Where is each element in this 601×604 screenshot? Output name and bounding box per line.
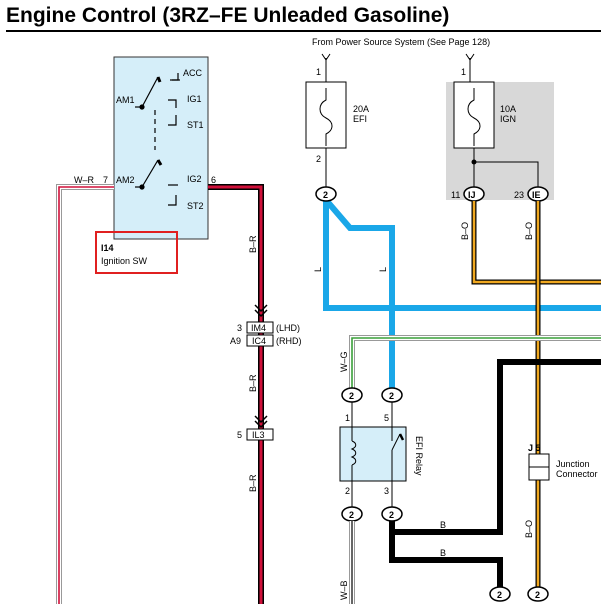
wire-color-bo-3: B–O (524, 520, 534, 538)
efi-feed-arrow (321, 53, 331, 61)
relay-pin3: 3 (384, 486, 389, 496)
fuse-efi-element (319, 88, 333, 146)
splice-relay-bot-right (381, 506, 403, 522)
terminal-st2-label: ST2 (187, 201, 204, 211)
wire-color-br-1: B–R (248, 235, 258, 253)
splice-efi-out-label: 2 (323, 190, 328, 200)
splice-relay-top-right-label: 2 (389, 391, 394, 401)
wire-color-wr: W–R (74, 175, 95, 185)
relay-pin2: 2 (345, 486, 350, 496)
splice-relay-bot-left-label: 2 (349, 510, 354, 520)
connector-im4-label: IM4 (251, 323, 266, 333)
wire-b-black (389, 359, 601, 587)
wire-wr-left (56, 184, 114, 604)
connector-im4-note: (LHD) (276, 323, 300, 333)
connector-ic4-pin: A9 (230, 336, 241, 346)
wire-color-l-1: L (313, 267, 323, 272)
wire-color-br-2: B–R (248, 374, 258, 392)
wire-color-br-3: B–R (248, 474, 258, 492)
ign-pin-in: 1 (461, 67, 466, 77)
splice-relay-top-left-label: 2 (349, 391, 354, 401)
splice-bottom-right (527, 586, 549, 602)
connector-im4-box (246, 321, 274, 334)
wire-wg (349, 335, 601, 388)
wire-color-wg: W–G (339, 351, 349, 372)
chevrons-im4 (254, 304, 268, 318)
wire-br-ig2 (208, 184, 264, 604)
connector-il3-label: IL3 (252, 430, 265, 440)
terminal-am2-label: AM2 (116, 175, 135, 185)
connector-ic4-note: (RHD) (276, 336, 302, 346)
relay-name: EFI Relay (414, 436, 424, 476)
relay-switch (391, 400, 405, 510)
connector-ic4-label: IC4 (252, 336, 266, 346)
page-title: Engine Control (3RZ–FE Unleaded Gasoline… (6, 4, 449, 27)
power-source-note: From Power Source System (See Page 128) (312, 37, 490, 47)
junction-connector-line2: Connector (556, 469, 598, 479)
connector-ie-label: IE (532, 190, 541, 200)
relay-coil (350, 400, 357, 510)
fuse-efi-amp: 20A (353, 104, 369, 114)
terminal-acc-label: ACC (183, 68, 203, 78)
ignition-switch-body (113, 56, 209, 240)
switch-name: Ignition SW (101, 256, 148, 266)
fuse-ign-element (467, 88, 481, 146)
connector-im4-pin: 3 (237, 323, 242, 333)
fuse-efi-name: EFI (353, 114, 367, 124)
pin-ig2: 6 (211, 175, 216, 185)
terminal-st1-label: ST1 (187, 120, 204, 130)
connector-ij-pin: 11 (451, 190, 460, 200)
splice-bottom-mid-label: 2 (497, 590, 502, 600)
relay-pin1: 1 (345, 413, 350, 423)
connector-il3-box (246, 428, 274, 441)
terminal-ig1-label: IG1 (187, 94, 202, 104)
switch-contacts (135, 73, 180, 206)
wire-color-b-1: B (440, 520, 446, 530)
relay-pin5: 5 (384, 413, 389, 423)
terminal-am1-label: AM1 (116, 95, 135, 105)
efi-pin-out: 2 (316, 154, 321, 164)
wire-bo-orange (471, 201, 601, 587)
connector-ie-pin: 23 (514, 190, 524, 200)
wire-color-b-2: B (440, 548, 446, 558)
chevrons-il3 (254, 415, 268, 429)
pin-am2: 7 (103, 175, 108, 185)
connector-il3-pin: 5 (237, 430, 242, 440)
wire-l-blue (323, 198, 601, 388)
splice-bottom-right-label: 2 (535, 590, 540, 600)
splice-relay-top-left (341, 387, 363, 403)
splice-relay-top-right (381, 387, 403, 403)
splice-efi-out (315, 186, 337, 202)
efi-relay-body (339, 426, 407, 482)
efi-pin-in: 1 (316, 67, 321, 77)
junction-connector-line1: Junction (556, 459, 590, 469)
splice-relay-bot-right-label: 2 (389, 510, 394, 520)
ign-branch-wire (473, 148, 539, 188)
wire-color-wb: W–B (339, 580, 349, 600)
splice-bottom-mid (489, 586, 511, 602)
switch-code: I14 (101, 243, 114, 253)
fuse-ign-name: IGN (500, 114, 516, 124)
switch-label-highlight (95, 231, 178, 274)
ign-junction-dot (471, 159, 477, 165)
junction-connector-code: J 5 (528, 443, 541, 453)
connector-ij-label: IJ (468, 190, 476, 200)
ign-feed-arrow (465, 53, 475, 61)
wire-color-bo-1: B–O (460, 222, 470, 240)
terminal-ig2-label: IG2 (187, 174, 202, 184)
connector-ic4-box (246, 334, 274, 347)
wire-color-l-2: L (378, 267, 388, 272)
wire-color-bo-2: B–O (524, 222, 534, 240)
fuse-ign-amp: 10A (500, 104, 516, 114)
